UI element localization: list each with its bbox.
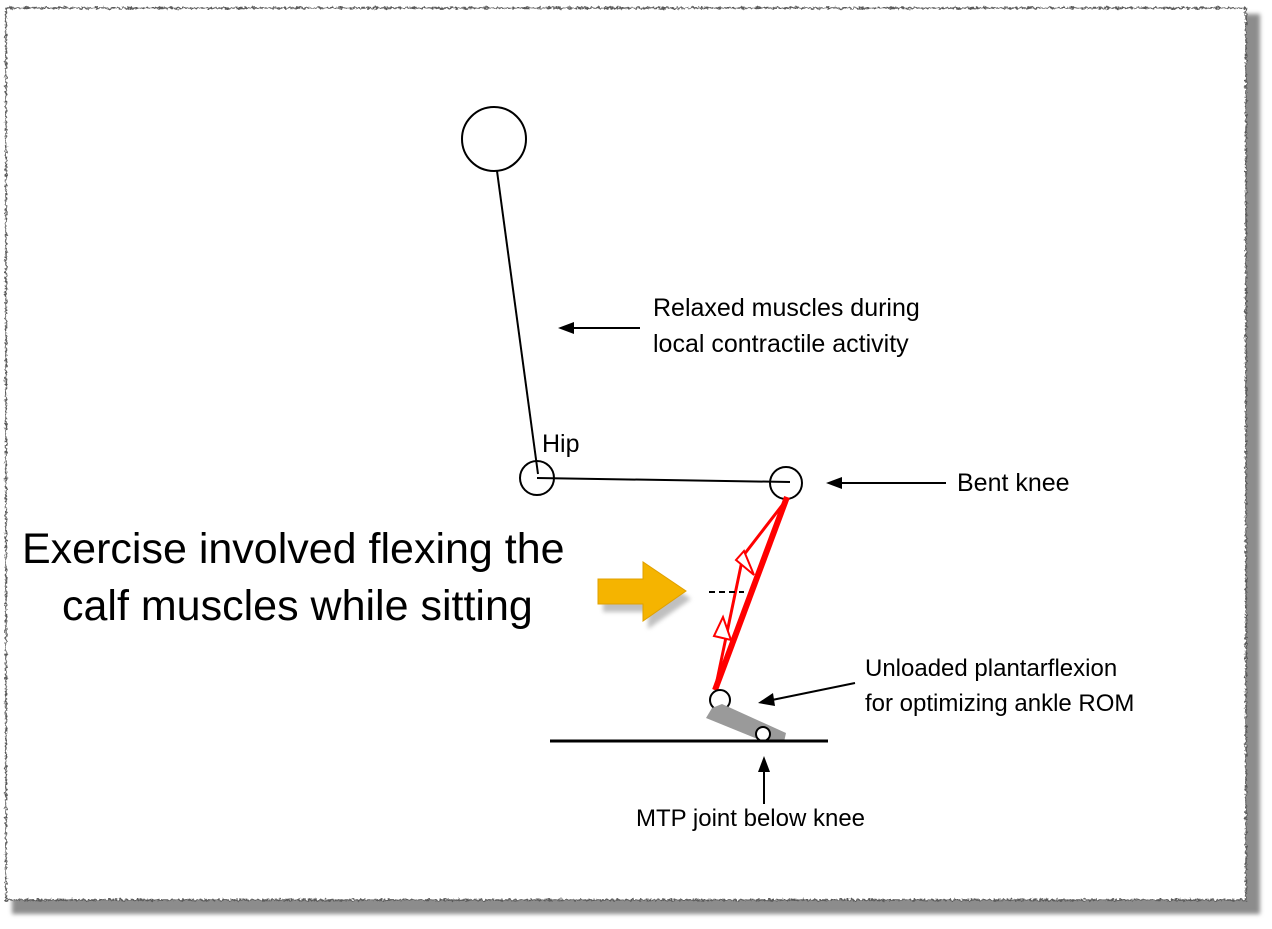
plantarflexion-arrow: [758, 682, 856, 706]
exercise-callout-arrow: [597, 561, 691, 629]
mtp-joint-label: MTP joint below knee: [636, 805, 865, 832]
hip-label: Hip: [542, 430, 580, 458]
paper-sheet: [5, 7, 1247, 901]
head-circle: [461, 106, 527, 172]
muscle-contraction-arrow-lower: [712, 614, 733, 642]
plantarflexion-label-line1: Unloaded plantarflexion: [865, 655, 1117, 682]
torso-line: [496, 170, 539, 475]
mtp-arrow: [758, 756, 770, 804]
plantarflexion-label-line2: for optimizing ankle ROM: [865, 690, 1134, 717]
exercise-label-line2: calf muscles while sitting: [62, 582, 533, 630]
relaxed-muscles-arrow: [558, 322, 640, 334]
mtp-joint: [755, 726, 771, 742]
relaxed-muscles-label-line1: Relaxed muscles during: [653, 294, 920, 322]
muscle-contraction-arrow-upper: [734, 549, 755, 576]
relaxed-muscles-label-line2: local contractile activity: [653, 330, 909, 358]
calf-muscle: [712, 495, 790, 692]
bent-knee-arrow: [826, 477, 946, 489]
bent-knee-label: Bent knee: [957, 469, 1070, 497]
shin-muscle-line: [712, 495, 790, 692]
paper-frame: [5, 7, 1260, 914]
exercise-label-line1: Exercise involved flexing the: [22, 525, 565, 573]
thigh-line: [536, 477, 791, 483]
